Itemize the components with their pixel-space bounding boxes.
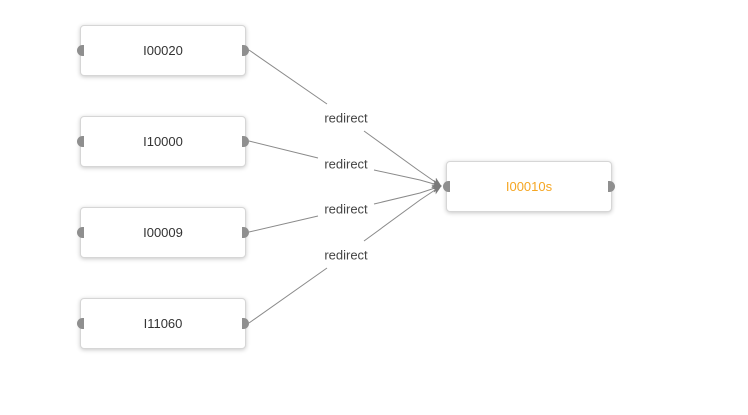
node-label: I00009 [143,225,183,240]
node-label: I00020 [143,43,183,58]
node-input-port[interactable] [77,318,84,329]
edge-label: redirect [322,201,370,217]
node-target[interactable]: I00010s [443,161,615,212]
node-input-port[interactable] [77,227,84,238]
node-output-port[interactable] [242,45,249,56]
edge-label: redirect [322,247,370,263]
node-input-port[interactable] [77,45,84,56]
node-output-port[interactable] [242,136,249,147]
node-output-port[interactable] [242,318,249,329]
edge-label: redirect [322,156,370,172]
node-source-4[interactable]: I11060 [77,298,249,349]
node-source-3[interactable]: I00009 [77,207,249,258]
edge-i11060-to-i00010s[interactable] [248,186,441,324]
node-output-port[interactable] [242,227,249,238]
edge-label: redirect [322,110,370,126]
node-output-port[interactable] [608,181,615,192]
node-label: I10000 [143,134,183,149]
node-source-1[interactable]: I00020 [77,25,249,76]
node-label-target: I00010s [505,179,553,194]
node-source-2[interactable]: I10000 [77,116,249,167]
node-label: I11060 [143,316,183,331]
node-input-port[interactable] [443,181,450,192]
node-input-port[interactable] [77,136,84,147]
